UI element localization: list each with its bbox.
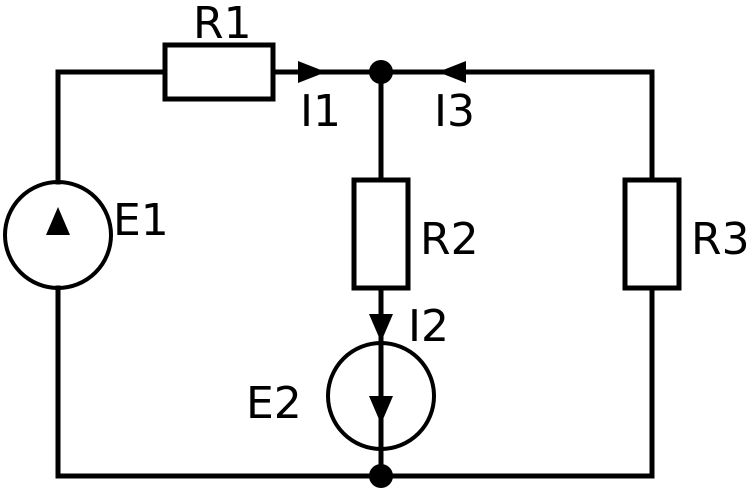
label-r1: R1	[193, 0, 252, 49]
label-e2: E2	[246, 378, 302, 429]
voltage-source-e2	[326, 341, 436, 451]
resistor-r3	[622, 177, 682, 291]
source-e2-arrow-icon	[369, 396, 393, 424]
label-i2: I2	[408, 301, 449, 352]
source-e1-arrow-icon	[46, 207, 70, 235]
voltage-source-e1	[3, 180, 113, 290]
current-i3-arrow-icon	[438, 61, 466, 83]
resistor-r2	[351, 177, 411, 291]
junction-node-bottom	[369, 464, 393, 488]
label-i1: I1	[300, 86, 341, 137]
label-r3: R3	[691, 214, 750, 265]
current-i1-arrow-icon	[298, 61, 326, 83]
current-i2-arrow-icon	[369, 314, 393, 342]
label-e1: E1	[113, 195, 169, 246]
resistor-r1	[162, 42, 276, 102]
label-r2: R2	[420, 214, 479, 265]
label-i3: I3	[434, 86, 475, 137]
junction-node-top	[369, 60, 393, 84]
